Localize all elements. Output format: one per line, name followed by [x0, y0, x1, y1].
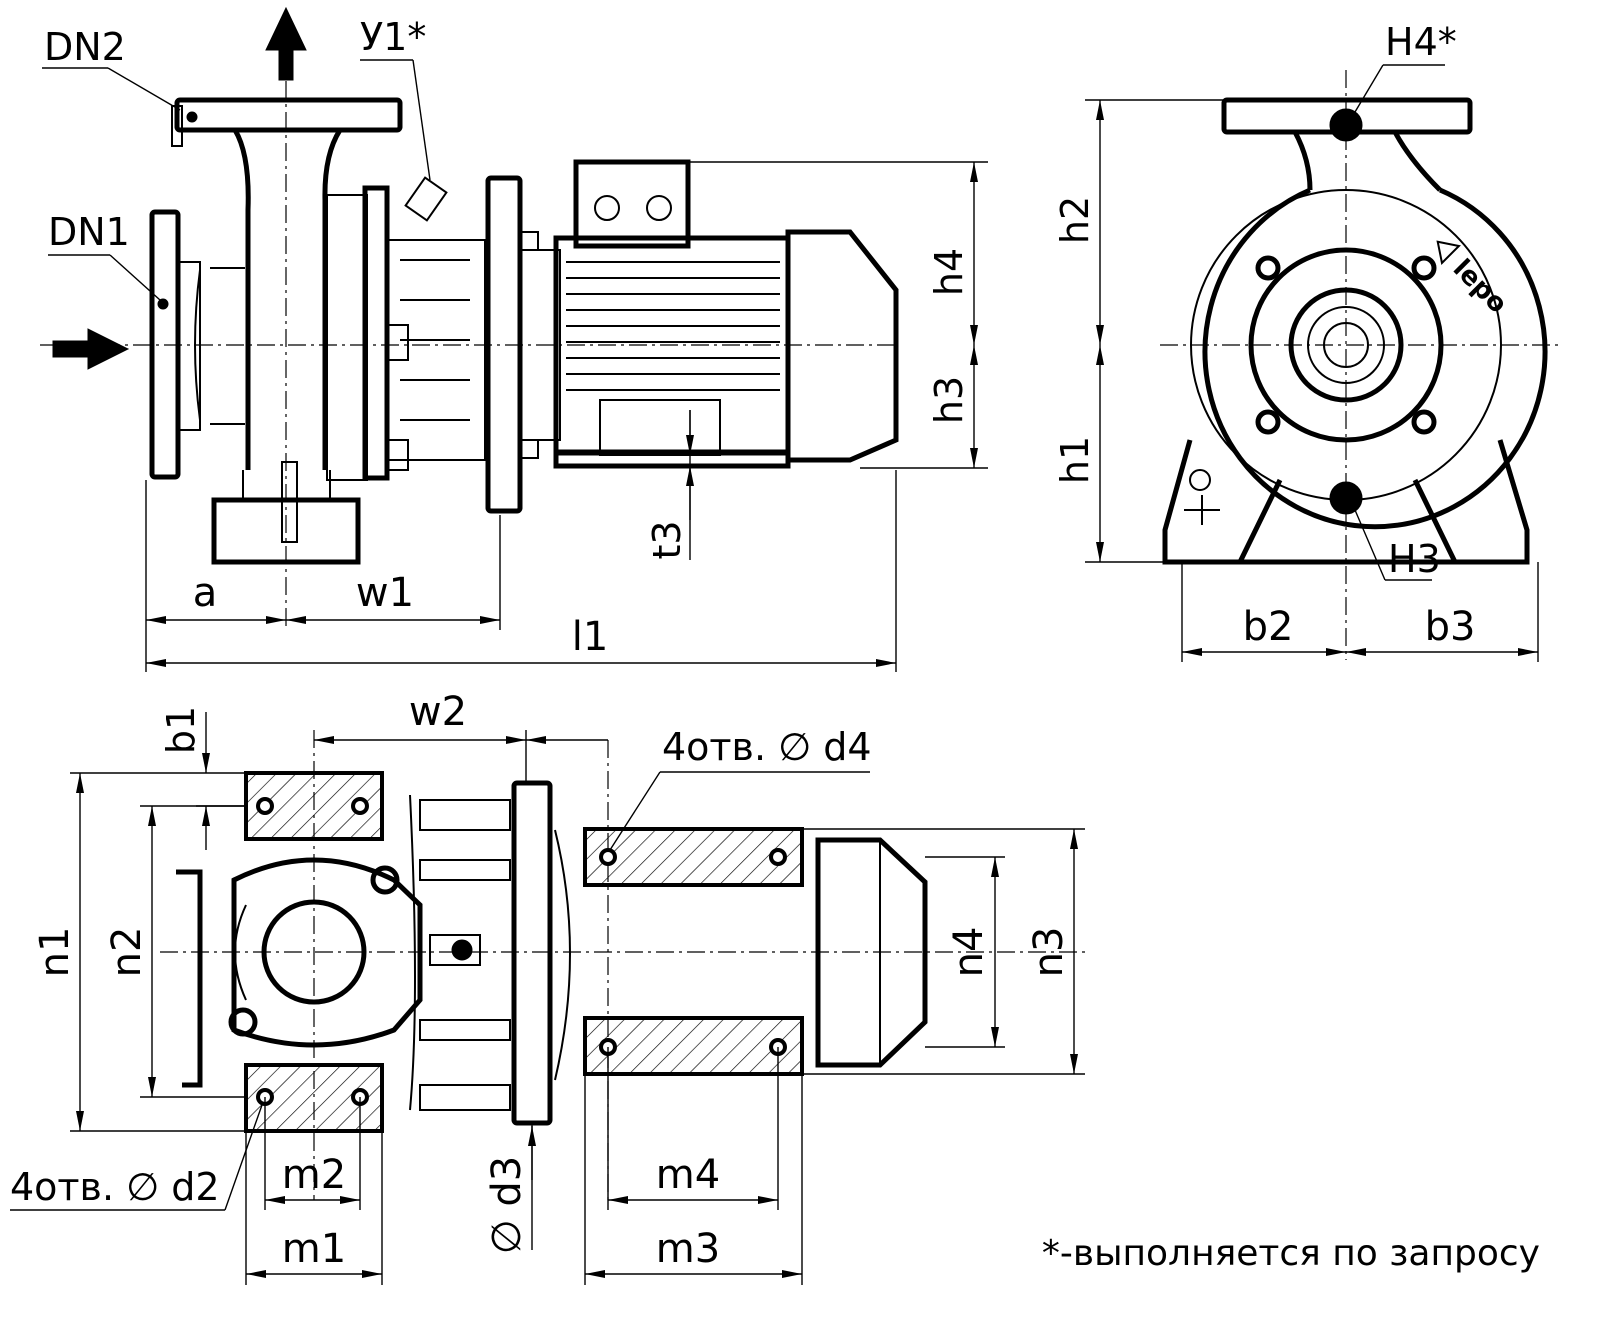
dim-m1-m2: [245, 1097, 383, 1285]
label-a: a: [193, 570, 218, 616]
suction-arrow-icon: [52, 328, 130, 370]
motor: [553, 159, 899, 469]
bracket-plan: [419, 780, 571, 1126]
adapter-flange: [485, 175, 561, 514]
motor-fan-plan: [815, 837, 928, 1068]
label-dn2: DN2: [44, 25, 126, 69]
plug-h4-icon: [1329, 108, 1363, 142]
label-h4: h4: [927, 248, 971, 296]
label-n3: n3: [1026, 927, 1072, 978]
dim-b1: [196, 712, 246, 850]
dim-h2-h1: [1085, 99, 1224, 563]
label-h3-plug: H3: [1388, 537, 1441, 581]
dim-b2-b3: [1181, 562, 1539, 662]
label-l1: l1: [572, 614, 609, 660]
label-y1: У1*: [360, 15, 426, 59]
label-h3: h3: [927, 376, 971, 424]
label-b2: b2: [1243, 604, 1294, 650]
label-d3: ∅ d3: [484, 1156, 530, 1254]
dim-w2: [314, 730, 608, 783]
label-n2: n2: [104, 927, 150, 978]
label-n4: n4: [946, 927, 992, 978]
label-dn1: DN1: [48, 210, 130, 254]
label-m3: m3: [656, 1226, 720, 1272]
label-n1: n1: [32, 927, 78, 978]
label-holes-d4: 4отв. ∅ d4: [662, 725, 872, 769]
front-view: lepo h2 h1 b2 b3 H4*: [1053, 20, 1560, 662]
cooling-fins: [566, 261, 780, 391]
brand-logo: lepo: [1436, 240, 1513, 320]
dim-m3-m4: [584, 1047, 803, 1285]
pump-casing: [211, 185, 486, 565]
discharge-flange: [171, 97, 403, 470]
side-view: h4 h3 t3 a w1 l1 DN2 DN1 У1*: [40, 6, 988, 672]
label-b1: b1: [159, 706, 203, 754]
label-w2: w2: [409, 689, 467, 735]
label-h1: h1: [1053, 436, 1097, 484]
discharge-arrow-icon: [265, 6, 307, 81]
plan-view: w2 b1 n1 n2 n4 n3: [10, 689, 1090, 1285]
label-w1: w1: [356, 570, 414, 616]
dim-n3-n4: [802, 828, 1085, 1075]
pump-body-plan: [176, 794, 423, 1111]
label-h4-plug: H4*: [1385, 20, 1457, 64]
dim-a-w1-l1: [145, 470, 897, 672]
label-t3: t3: [645, 520, 689, 559]
label-b3: b3: [1425, 604, 1476, 650]
label-holes-d2: 4отв. ∅ d2: [10, 1165, 220, 1209]
label-m4: m4: [656, 1152, 720, 1198]
svg-text:lepo: lepo: [1447, 254, 1513, 320]
dim-n1-n2: [70, 772, 246, 1132]
footnote: *-выполняется по запросу: [1042, 1233, 1540, 1274]
label-m2: m2: [282, 1152, 346, 1198]
dim-h4-h3: [690, 161, 988, 469]
label-h2: h2: [1053, 196, 1097, 244]
vent-plug-y1: [360, 59, 448, 222]
plug-h3-icon: [1329, 481, 1363, 515]
label-m1: m1: [282, 1226, 346, 1272]
suction-flange: [149, 209, 245, 480]
